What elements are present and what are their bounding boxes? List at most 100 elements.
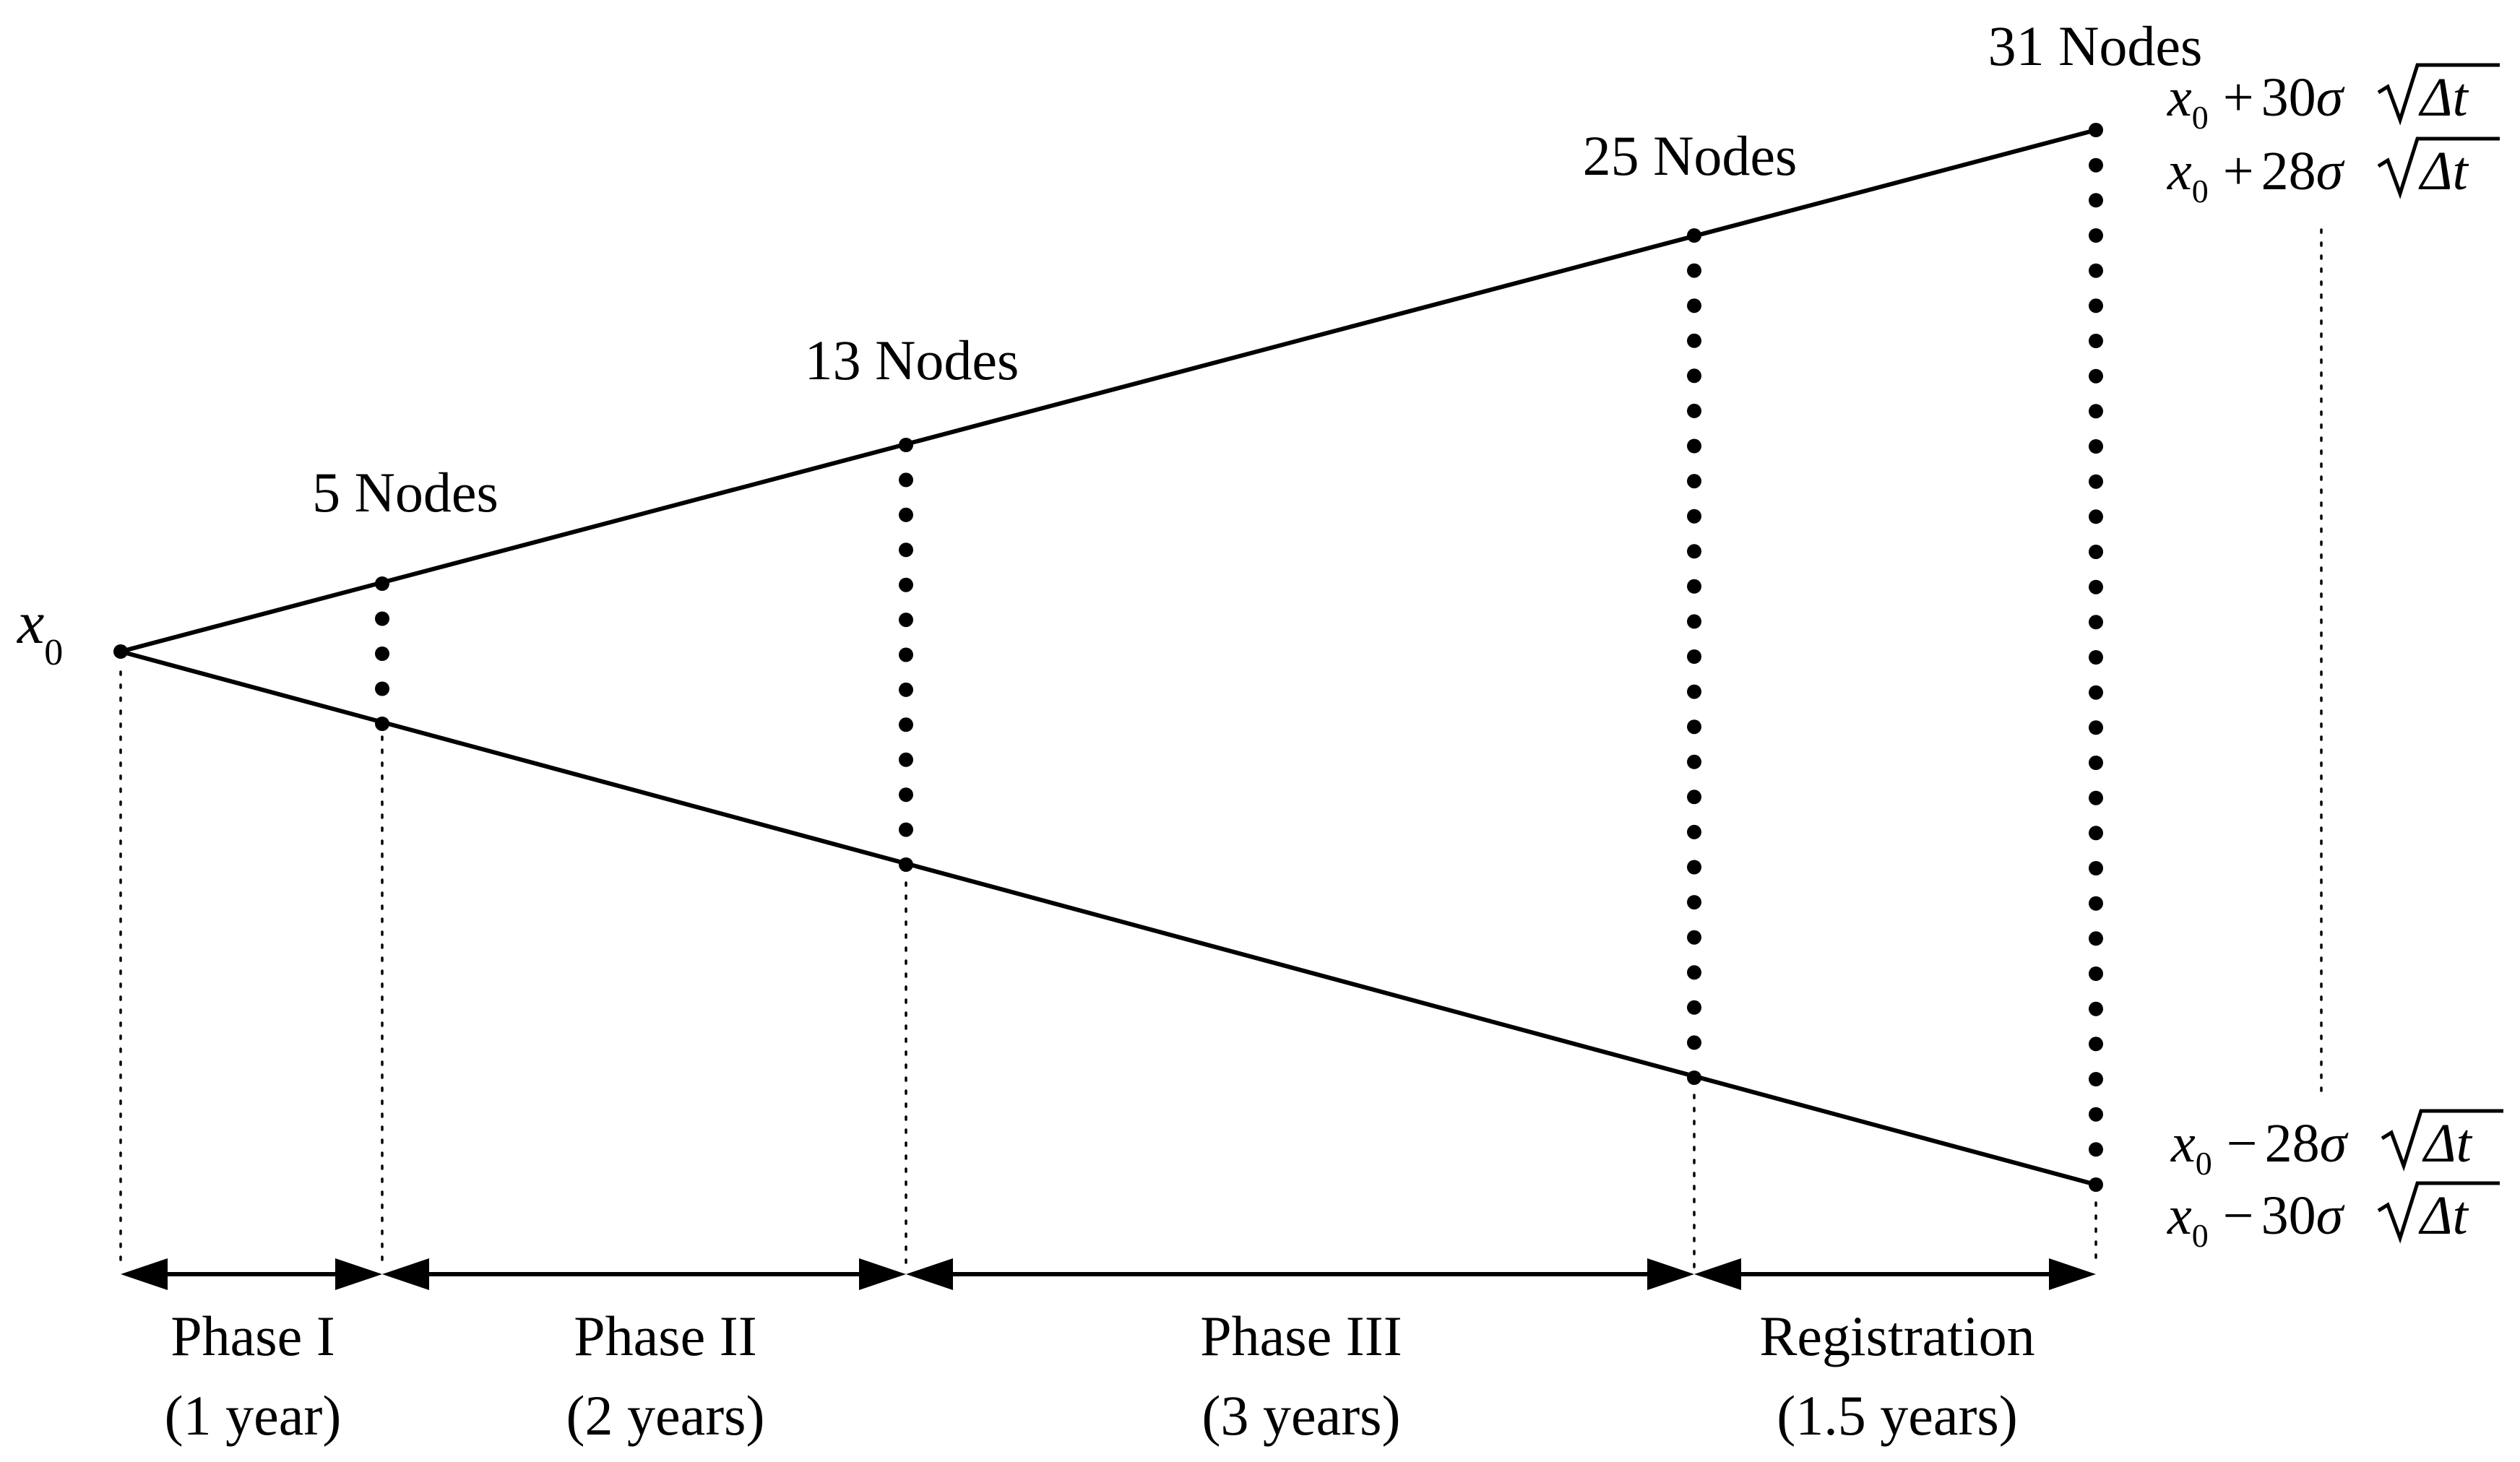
sqrt-sign [2377, 63, 2500, 126]
lattice-node-phase3 [1687, 228, 1701, 243]
lattice-node-phase3 [1687, 333, 1701, 348]
lattice-node-phase2 [899, 507, 913, 522]
lattice-node-phase3 [1687, 860, 1701, 875]
lattice-node-phase3 [1687, 754, 1701, 769]
lattice-node-registration [2089, 579, 2103, 594]
lattice-node-phase3 [1687, 579, 1701, 594]
lattice-node-registration [2089, 966, 2103, 981]
sqrt-sign [2381, 1109, 2503, 1172]
lattice-node-registration [2089, 615, 2103, 630]
lattice-node-registration [2089, 298, 2103, 313]
lattice-node-phase3 [1687, 403, 1701, 418]
lattice-node-phase3 [1687, 544, 1701, 559]
lattice-node-phase3 [1687, 719, 1701, 735]
lattice-node-registration [2089, 1177, 2103, 1192]
origin-node [113, 644, 128, 659]
lattice-node-phase3 [1687, 649, 1701, 664]
lattice-node-registration [2089, 861, 2103, 875]
lattice-node-registration [2089, 334, 2103, 348]
sqrt-sign [2377, 137, 2500, 199]
lattice-node-registration [2089, 1107, 2103, 1122]
lattice-node-registration [2089, 1072, 2103, 1086]
lattice-node-phase1 [375, 681, 389, 696]
lattice-node-registration [2089, 931, 2103, 946]
lattice-node-phase3 [1687, 263, 1701, 278]
lattice-node-phase1 [375, 611, 389, 626]
formula-lower-inner: x0−28σ Δt [2170, 1109, 2503, 1182]
svg-text:Δt: Δt [2418, 67, 2469, 128]
lattice-node-phase3 [1687, 298, 1701, 313]
lattice-node-phase2 [899, 647, 913, 662]
timeline-arrows [121, 1258, 2096, 1290]
phase3-duration: (3 years) [1201, 1384, 1400, 1447]
lattice-node-phase3 [1687, 474, 1701, 489]
lattice-node-registration [2089, 790, 2103, 805]
lattice-node-phase2 [899, 857, 913, 872]
phase3-name: Phase III [1200, 1305, 1402, 1367]
lattice-node-registration [2089, 1142, 2103, 1157]
node-label-phase1: 5 Nodes [312, 461, 499, 524]
lattice-node-registration [2089, 439, 2103, 454]
lattice-node-registration [2089, 157, 2103, 173]
phase-labels: Phase I (1 year) Phase II (2 years) Phas… [165, 1305, 2035, 1447]
lattice-node-phase2 [899, 472, 913, 488]
lattice-node-phase3 [1687, 1070, 1701, 1085]
upper-boundary-line [120, 128, 2097, 654]
lattice-node-phase2 [899, 752, 913, 767]
lattice-node-registration [2089, 1001, 2103, 1016]
phase3-arrow [906, 1258, 1694, 1290]
lattice-node-registration [2089, 756, 2103, 770]
lattice-node-phase1 [375, 576, 389, 591]
lattice-node-phase2 [899, 822, 913, 837]
lattice-node-registration [2089, 263, 2103, 278]
lattice-node-registration [2089, 509, 2103, 524]
lattice-node-registration [2089, 228, 2103, 243]
formula-upper-inner: x0+28σ Δt [2167, 137, 2500, 209]
lattice-node-phase3 [1687, 895, 1701, 910]
lattice-node-registration [2089, 826, 2103, 841]
lattice-node-phase2 [899, 717, 913, 732]
formula-lower-outer: x0−30σ Δt [2167, 1181, 2500, 1254]
lattice-node-phase3 [1687, 438, 1701, 454]
phase2-name: Phase II [574, 1305, 756, 1367]
lattice-node-phase3 [1687, 509, 1701, 524]
lattice-node-registration [2089, 720, 2103, 735]
lattice-node-phase3 [1687, 368, 1701, 384]
registration-arrow [1694, 1258, 2096, 1290]
lattice-node-registration [2089, 545, 2103, 559]
lattice-node-phase3 [1687, 1000, 1701, 1015]
phase2-duration: (2 years) [566, 1384, 764, 1447]
lattice-node-registration [2089, 123, 2103, 137]
guide-lines [119, 228, 2323, 1269]
svg-text:x0−30σ: x0−30σ [2167, 1185, 2345, 1254]
lattice-node-registration [2089, 474, 2103, 489]
phase2-arrow [382, 1258, 906, 1290]
lattice-node-phase2 [899, 542, 913, 558]
registration-duration: (1.5 years) [1777, 1384, 2018, 1447]
lattice-node-phase2 [899, 577, 913, 592]
lattice-node-registration [2089, 685, 2103, 700]
lattice-node-phase3 [1687, 1035, 1701, 1050]
svg-text:x0+30σ: x0+30σ [2167, 67, 2345, 136]
node-label-registration: 31 Nodes [1988, 14, 2203, 77]
lattice-node-phase3 [1687, 930, 1701, 945]
svg-text:Δt: Δt [2418, 1185, 2469, 1246]
lattice-node-registration [2089, 896, 2103, 911]
node-label-phase3: 25 Nodes [1583, 124, 1798, 187]
svg-text:Δt: Δt [2418, 141, 2469, 202]
lattice-node-phase2 [899, 787, 913, 803]
lattice-node-phase3 [1687, 824, 1701, 839]
svg-text:x0+28σ: x0+28σ [2167, 141, 2345, 209]
lattice-node-registration [2089, 368, 2103, 384]
lattice-node-phase2 [899, 682, 913, 697]
lattice-node-registration [2089, 650, 2103, 665]
svg-text:x0−28σ: x0−28σ [2170, 1113, 2349, 1182]
lattice-node-phase3 [1687, 965, 1701, 980]
phase1-arrow [121, 1258, 382, 1290]
phase1-name: Phase I [171, 1305, 335, 1367]
lattice-node-phase2 [899, 438, 913, 452]
registration-name: Registration [1759, 1305, 2034, 1367]
lattice-node-registration [2089, 404, 2103, 419]
node-columns [375, 123, 2103, 1192]
